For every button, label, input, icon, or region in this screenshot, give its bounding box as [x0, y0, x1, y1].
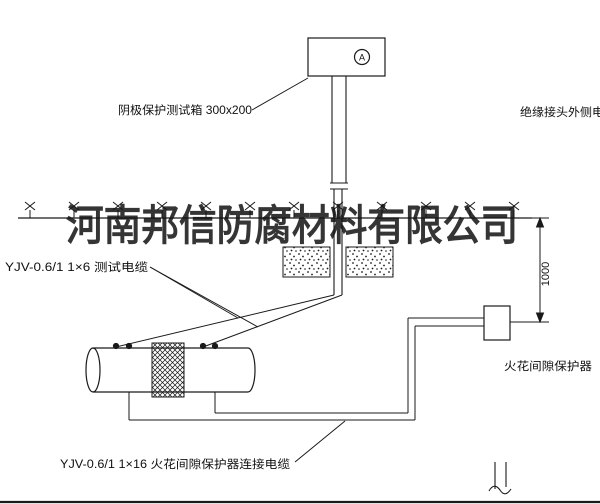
test-cable-leader-lines — [149, 266, 259, 328]
spark-gap-cables — [128, 317, 484, 421]
weld-dot — [199, 342, 207, 350]
test-box-label: 阴极保护测试箱 300x200 — [118, 103, 252, 117]
weld-dot — [125, 342, 133, 350]
spark-gap-cable-label: YJV-0.6/1 1×16 火花间隙保护器连接电缆 — [60, 457, 291, 471]
pipe-end-right — [247, 347, 256, 393]
pipeline — [85, 347, 256, 393]
spark-gap-cable-leader-line — [294, 420, 346, 463]
cable-weld-dots — [112, 342, 219, 350]
dim-arrow-down — [535, 312, 545, 324]
meter-circle-icon — [353, 48, 371, 66]
watermark-text: 河南邦信防腐材料有限公司 — [66, 201, 518, 250]
dimension-1000 — [510, 216, 549, 324]
insulating-joint-hatch — [151, 342, 185, 398]
spark-gap-protector-label: 火花间隙保护器 — [504, 359, 593, 373]
weld-dot — [211, 342, 219, 350]
test-cables — [115, 294, 343, 348]
pipe-end-left — [85, 347, 101, 393]
test-cable-label: YJV-0.6/1 1×6 测试电缆 — [5, 261, 149, 274]
weld-dot — [112, 342, 120, 350]
insulated-joint-cable-label: 绝缘接头外侧电缆 — [520, 105, 600, 119]
dim-arrow-up — [535, 216, 545, 228]
grade-symbol-icon — [24, 201, 36, 219]
cathodic-test-box — [307, 37, 386, 77]
foundation-block-right — [345, 246, 394, 278]
pipe-break-symbol — [488, 462, 512, 495]
test-post — [330, 76, 348, 295]
test-box-leader-line — [251, 77, 309, 111]
meter-symbol-letter: A — [359, 53, 365, 63]
foundation-blocks — [282, 246, 394, 278]
spark-gap-protector-box — [483, 305, 511, 341]
foundation-block-left — [282, 246, 331, 278]
dimension-1000-text: 1000 — [540, 262, 552, 286]
